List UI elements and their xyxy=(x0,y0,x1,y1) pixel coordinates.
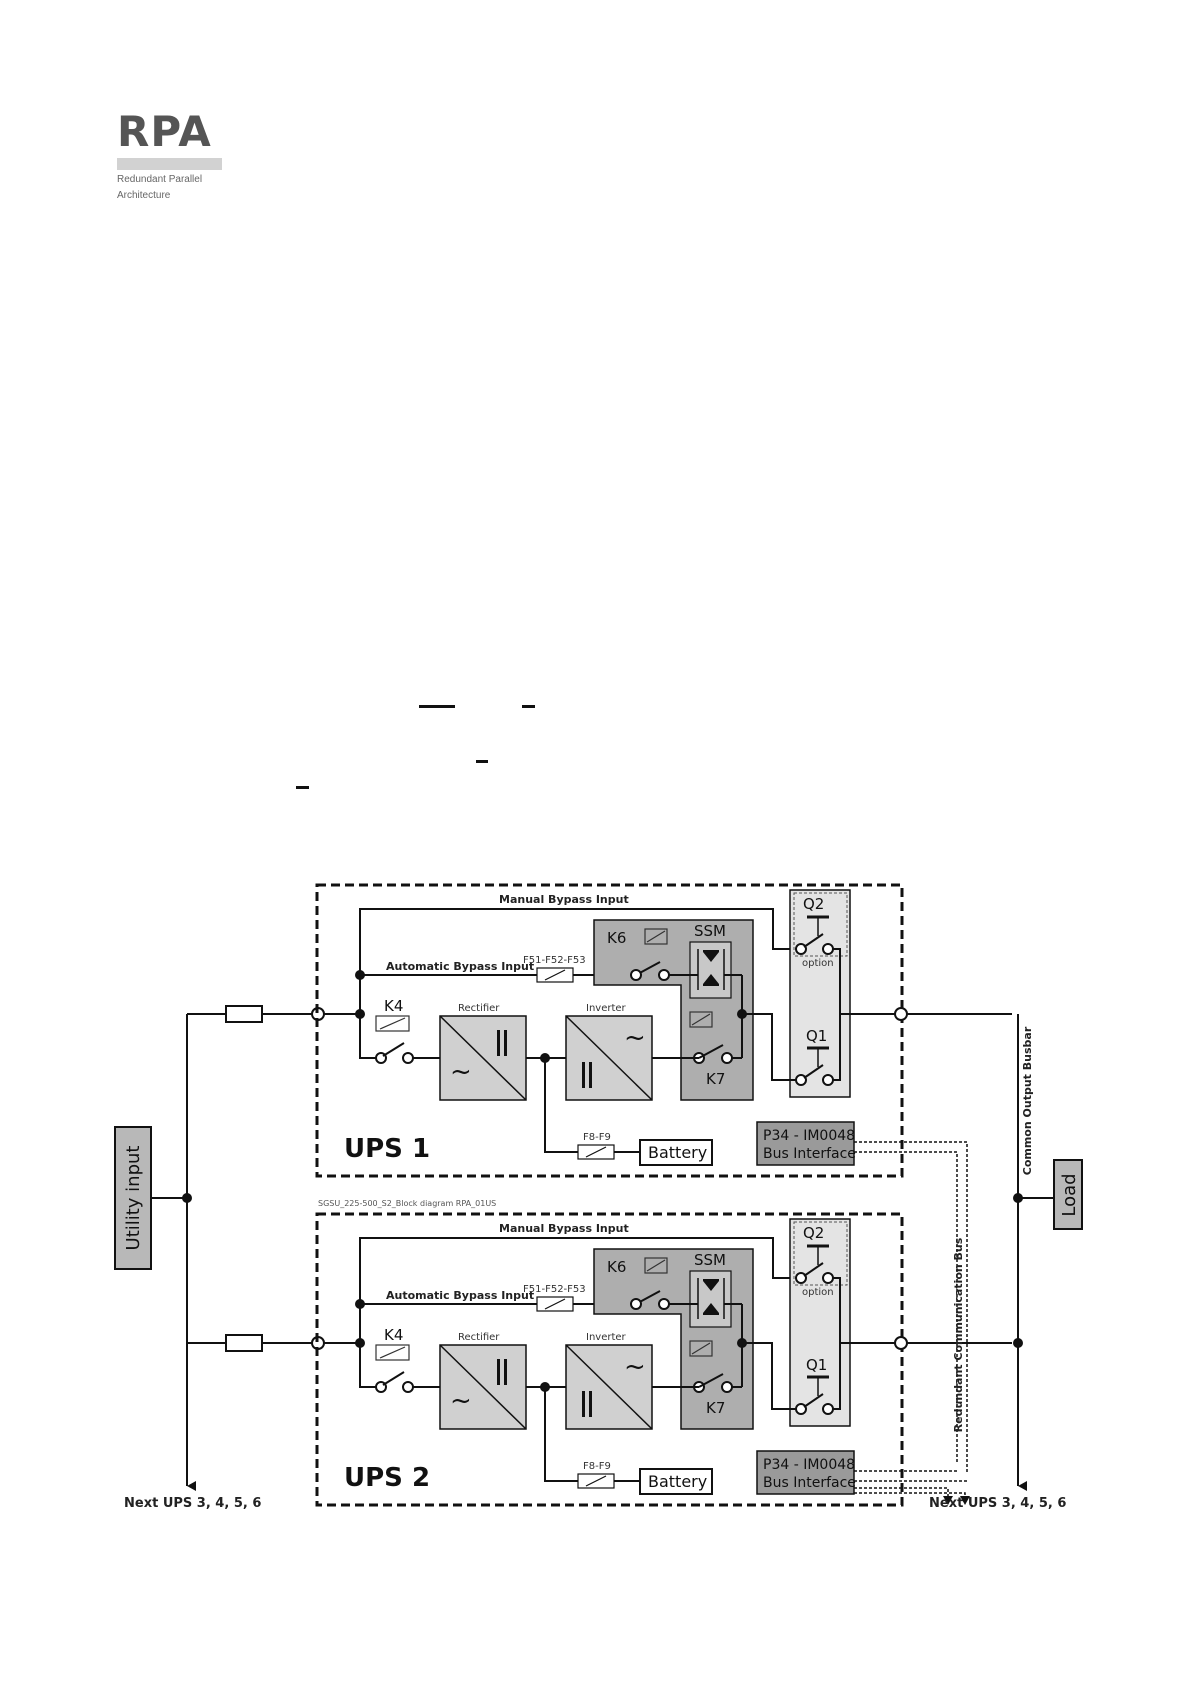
q1-label: Q1 xyxy=(806,1356,827,1374)
diagram-caption: SGSU_225-500_S2_Block diagram RPA_01US xyxy=(318,1199,496,1208)
stray-dash xyxy=(419,705,455,708)
stray-dash xyxy=(476,760,488,763)
manual-bypass-label: Manual Bypass Input xyxy=(499,893,629,906)
ups-name-label: UPS 1 xyxy=(344,1134,430,1164)
utility-input-box: Utility input xyxy=(114,1126,152,1270)
redundant-comm-bus-label: Redundant Communication Bus xyxy=(952,1237,965,1432)
auto-bypass-label: Automatic Bypass Input xyxy=(386,1289,534,1302)
inverter-label: Inverter xyxy=(586,1332,627,1343)
q1-label: Q1 xyxy=(806,1027,827,1045)
rectifier-label: Rectifier xyxy=(458,1003,500,1014)
fuse-bypass-label: F51-F52-F53 xyxy=(523,1284,586,1295)
rectifier-label: Rectifier xyxy=(458,1332,500,1343)
bus-interface-label: Bus Interface xyxy=(763,1475,856,1491)
stray-dash xyxy=(522,705,535,708)
bus-interface-id: P34 - IM0048 xyxy=(763,1457,855,1473)
battery-label: Battery xyxy=(648,1472,707,1491)
next-ups-right-label: Next UPS 3, 4, 5, 6 xyxy=(929,1496,1066,1511)
ssm-label: SSM xyxy=(694,922,726,940)
fuse-battery-label: F8-F9 xyxy=(583,1461,611,1472)
ssm-label: SSM xyxy=(694,1251,726,1269)
logo-subtitle-line1: Redundant Parallel xyxy=(117,174,203,185)
svg-text:~: ~ xyxy=(624,1023,646,1053)
logo-subtitle-line2: Architecture xyxy=(117,190,171,201)
manual-bypass-label: Manual Bypass Input xyxy=(499,1222,629,1235)
k7-label: K7 xyxy=(706,1070,725,1088)
svg-text:~: ~ xyxy=(450,1386,472,1416)
option-label: option xyxy=(802,1287,834,1298)
rpa-logo: RPA Redundant Parallel Architecture xyxy=(117,107,227,202)
k6-label: K6 xyxy=(607,1258,626,1276)
load-label: Load xyxy=(1059,1173,1080,1216)
k4-label: K4 xyxy=(384,1326,403,1344)
option-label: option xyxy=(802,958,834,969)
k4-label: K4 xyxy=(384,997,403,1015)
bus-interface-label: Bus Interface xyxy=(763,1146,856,1162)
ups-unit-1: Manual Bypass Input Automatic Bypass Inp… xyxy=(315,883,1012,1178)
load-box: Load xyxy=(1053,1159,1083,1230)
q2-label: Q2 xyxy=(803,1224,824,1242)
common-output-busbar-label: Common Output Busbar xyxy=(1021,1026,1034,1175)
ups-unit-2: Manual Bypass Input Automatic Bypass Inp… xyxy=(315,1212,1012,1507)
ups-name-label: UPS 2 xyxy=(344,1463,430,1493)
utility-input-label: Utility input xyxy=(123,1146,144,1251)
stray-dash xyxy=(296,786,309,789)
svg-text:~: ~ xyxy=(624,1352,646,1382)
logo-acronym: RPA xyxy=(117,107,212,156)
next-ups-left-label: Next UPS 3, 4, 5, 6 xyxy=(124,1496,261,1511)
battery-label: Battery xyxy=(648,1143,707,1162)
k6-label: K6 xyxy=(607,929,626,947)
svg-text:~: ~ xyxy=(450,1057,472,1087)
bus-interface-id: P34 - IM0048 xyxy=(763,1128,855,1144)
k7-label: K7 xyxy=(706,1399,725,1417)
redundant-comm-bus xyxy=(854,1141,968,1496)
auto-bypass-label: Automatic Bypass Input xyxy=(386,960,534,973)
logo-bar xyxy=(117,158,222,170)
fuse-battery-label: F8-F9 xyxy=(583,1132,611,1143)
q2-label: Q2 xyxy=(803,895,824,913)
fuse-bypass-label: F51-F52-F53 xyxy=(523,955,586,966)
inverter-label: Inverter xyxy=(586,1003,627,1014)
